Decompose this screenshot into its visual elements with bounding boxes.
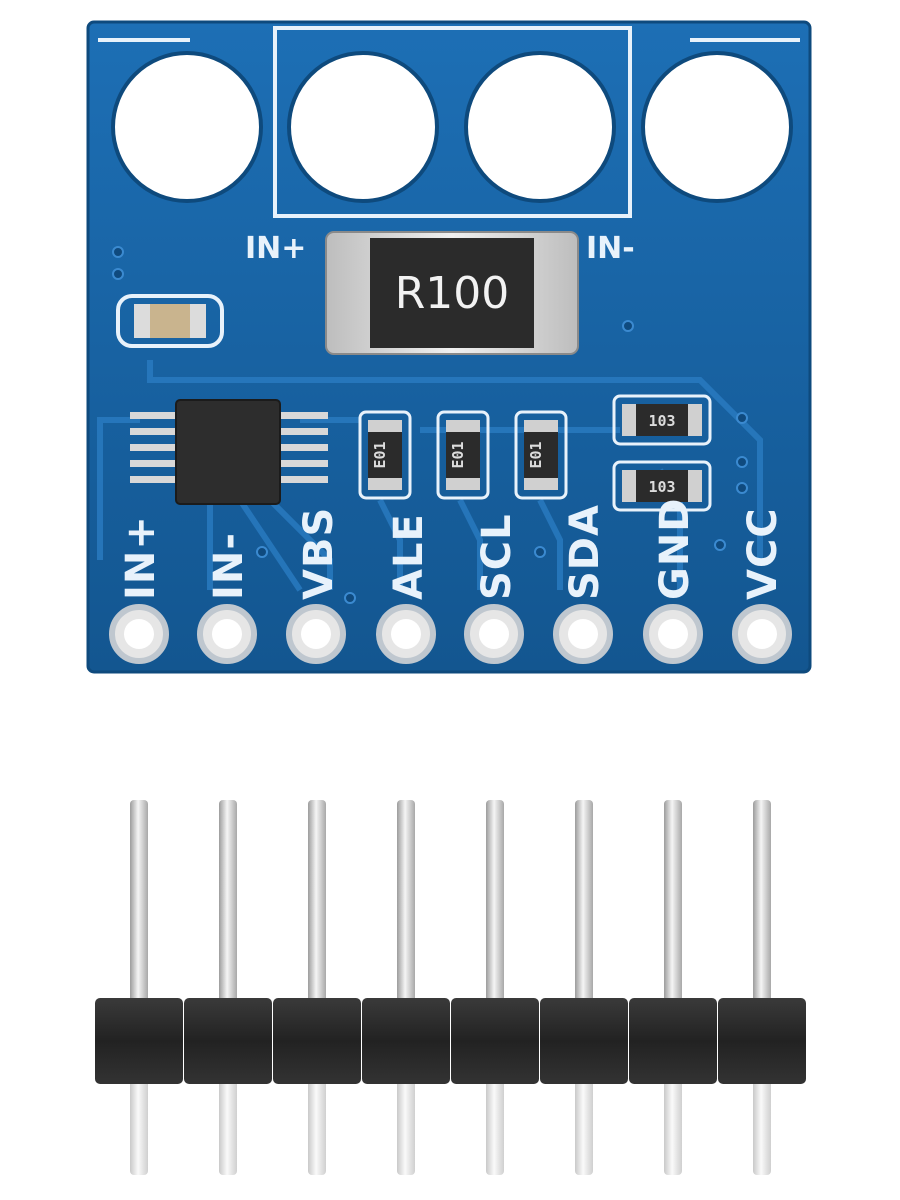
- terminal-hole: [641, 51, 793, 203]
- header-hole: [643, 604, 703, 664]
- pin-label: ALE: [386, 513, 432, 600]
- header-hole: [376, 604, 436, 664]
- header-hole: [109, 604, 169, 664]
- terminal-frame: [98, 26, 800, 218]
- pcb-board: IN+ IN- R100: [86, 20, 812, 674]
- header-pin: [664, 800, 682, 1175]
- smd-resistor: 103: [612, 394, 712, 446]
- smd-resistor-marking: E01: [449, 441, 467, 468]
- header-pin: [575, 800, 593, 1175]
- top-label-in-plus: IN+: [245, 231, 306, 266]
- pin-label: VCC: [740, 507, 786, 600]
- pin-label: VBS: [296, 507, 342, 600]
- smd-resistor: 103: [612, 460, 712, 512]
- pin-label: SDA: [562, 504, 608, 600]
- smd-resistor-marking: E01: [527, 441, 545, 468]
- pin-label: IN-: [206, 532, 252, 600]
- header-pin: [308, 800, 326, 1175]
- header-pin: [753, 800, 771, 1175]
- header-pin: [219, 800, 237, 1175]
- header-pin: [130, 800, 148, 1175]
- header-hole: [553, 604, 613, 664]
- smd-resistor: E01: [436, 410, 490, 500]
- terminal-hole: [287, 51, 439, 203]
- pin-label: IN+: [118, 515, 164, 600]
- shunt-resistor: R100: [325, 231, 579, 355]
- header-hole: [732, 604, 792, 664]
- smd-resistor-marking: 103: [648, 412, 675, 430]
- header-pin: [486, 800, 504, 1175]
- header-hole: [286, 604, 346, 664]
- terminal-hole: [111, 51, 263, 203]
- top-label-in-minus: IN-: [586, 231, 635, 266]
- smd-resistor-marking: E01: [371, 441, 389, 468]
- smd-capacitor: [116, 294, 224, 348]
- pin-label: GND: [652, 497, 698, 600]
- header-pin: [397, 800, 415, 1175]
- header-hole: [197, 604, 257, 664]
- shunt-resistor-marking: R100: [395, 268, 510, 319]
- smd-resistor: E01: [514, 410, 568, 500]
- current-sensor-ic: [130, 399, 328, 505]
- smd-resistor-marking: 103: [648, 478, 675, 496]
- terminal-hole: [464, 51, 616, 203]
- pin-header: [95, 800, 806, 1175]
- pin-label: SCL: [474, 513, 520, 600]
- header-housing: [95, 998, 806, 1084]
- smd-resistor: E01: [358, 410, 412, 500]
- header-hole: [464, 604, 524, 664]
